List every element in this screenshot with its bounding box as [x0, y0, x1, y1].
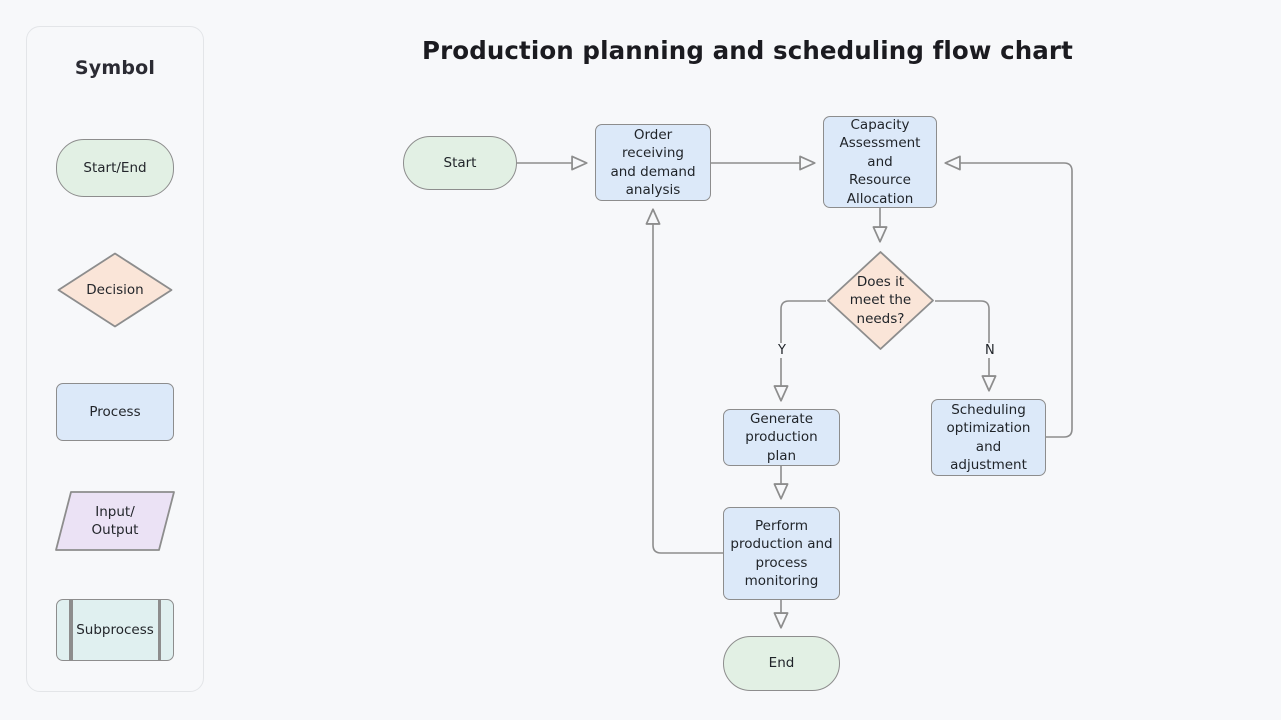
legend-title: Symbol — [74, 57, 156, 79]
node-start[interactable]: Start — [403, 136, 517, 190]
legend-label-process: Process — [89, 404, 141, 420]
edge-scheduling-to-capacity — [944, 155, 1073, 438]
node-order-receiving[interactable]: Order receiving and demand analysis — [595, 124, 711, 201]
legend-shape-terminator: Start/End — [56, 139, 174, 197]
parallelogram-icon — [55, 491, 175, 551]
diamond-icon — [57, 252, 173, 328]
edge-decision-no-to-scheduling — [935, 300, 997, 392]
node-perform-production[interactable]: Perform production and process monitorin… — [723, 507, 840, 600]
legend-item-start-end[interactable]: Start/End — [27, 133, 203, 203]
node-capacity-assessment[interactable]: Capacity Assessment and Resource Allocat… — [823, 116, 937, 208]
decision-diamond-icon — [827, 251, 934, 350]
node-generate-production-plan[interactable]: Generate production plan — [723, 409, 840, 466]
legend-shape-rectangle: Process — [56, 383, 174, 441]
legend-item-subprocess[interactable]: Subprocess — [27, 595, 203, 665]
legend-label-subprocess: Subprocess — [76, 622, 154, 638]
node-scheduling-optimization[interactable]: Scheduling optimization and adjustment — [931, 399, 1046, 476]
edge-label-no: N — [983, 343, 997, 358]
node-end[interactable]: End — [723, 636, 840, 691]
subprocess-right-bar — [157, 599, 161, 661]
edge-perform-to-order-feedback — [645, 208, 723, 554]
legend-shape-subprocess: Subprocess — [56, 599, 174, 661]
legend-shape-diamond: Decision — [56, 251, 174, 329]
node-decision-label: Does it meet the needs? — [849, 273, 912, 327]
legend-item-decision[interactable]: Decision — [27, 252, 203, 328]
legend-panel: Symbol Start/End Decision Process Input/… — [26, 26, 204, 692]
legend-label-start-end: Start/End — [83, 160, 147, 176]
node-decision-meets-needs[interactable]: Does it meet the needs? — [826, 250, 935, 351]
legend-item-input-output[interactable]: Input/ Output — [27, 486, 203, 556]
page-title: Production planning and scheduling flow … — [422, 36, 1073, 65]
legend-shape-parallelogram: Input/ Output — [54, 490, 176, 552]
edge-label-yes: Y — [776, 343, 788, 358]
legend-item-process[interactable]: Process — [27, 377, 203, 447]
subprocess-left-bar — [69, 599, 73, 661]
